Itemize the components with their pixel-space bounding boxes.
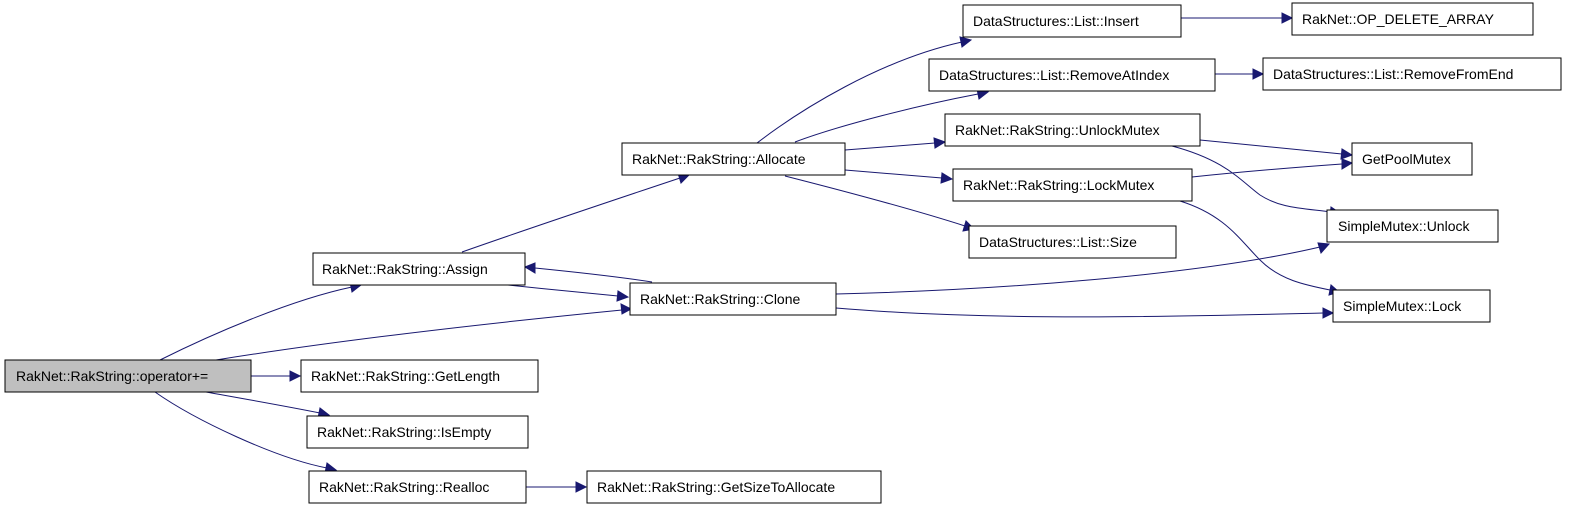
node-label: RakNet::RakString::Clone: [640, 291, 801, 307]
node-realloc[interactable]: RakNet::RakString::Realloc: [308, 470, 527, 504]
node-label: SimpleMutex::Unlock: [1338, 218, 1470, 234]
node-label: SimpleMutex::Lock: [1343, 298, 1462, 314]
arrowhead-icon: [289, 370, 302, 382]
node-simple-mutex-lock[interactable]: SimpleMutex::Lock: [1332, 289, 1491, 323]
edge-clone-to-lock: [835, 307, 1324, 318]
call-graph-nodes: RakNet::RakString::operator+= RakNet::Ra…: [4, 2, 1562, 504]
node-unlock-mutex[interactable]: RakNet::RakString::UnlockMutex: [944, 113, 1201, 147]
node-label: RakNet::OP_DELETE_ARRAY: [1302, 11, 1495, 27]
node-list-remove-from-end[interactable]: DataStructures::List::RemoveFromEnd: [1262, 57, 1562, 91]
edge-assign-to-clone: [507, 284, 619, 297]
arrowhead-icon: [940, 172, 954, 184]
node-label: DataStructures::List::RemoveAtIndex: [939, 67, 1169, 83]
node-label: RakNet::RakString::UnlockMutex: [955, 122, 1160, 138]
node-simple-mutex-unlock[interactable]: SimpleMutex::Unlock: [1326, 209, 1499, 243]
node-label: DataStructures::List::Insert: [973, 13, 1139, 29]
arrowhead-icon: [1317, 242, 1331, 255]
edge-allocate-to-unlockmutex: [844, 142, 936, 151]
edge-operator-to-assign: [159, 286, 353, 361]
edge-allocate-to-size: [784, 175, 966, 227]
arrowhead-icon: [1340, 148, 1354, 160]
edge-allocate-to-lockmutex: [844, 169, 943, 179]
node-label: RakNet::RakString::GetSizeToAllocate: [597, 479, 835, 495]
node-list-insert[interactable]: DataStructures::List::Insert: [962, 4, 1182, 38]
arrowhead-icon: [959, 36, 973, 48]
edge-lockmutex-to-getpoolmutex: [1191, 163, 1343, 178]
node-label: RakNet::RakString::Allocate: [632, 151, 806, 167]
arrowhead-icon: [1322, 307, 1335, 319]
node-label: RakNet::RakString::Realloc: [319, 479, 489, 495]
node-operator-plus-eq[interactable]: RakNet::RakString::operator+=: [4, 359, 252, 393]
node-get-length[interactable]: RakNet::RakString::GetLength: [300, 359, 539, 393]
node-list-size[interactable]: DataStructures::List::Size: [968, 225, 1177, 259]
edge-clone-to-assign: [534, 267, 653, 283]
edge-operator-to-isempty: [205, 391, 321, 414]
node-label: RakNet::RakString::IsEmpty: [317, 424, 491, 440]
node-label: RakNet::RakString::Assign: [322, 261, 488, 277]
arrowhead-icon: [616, 290, 630, 302]
edge-operator-to-clone: [215, 309, 623, 361]
node-label: DataStructures::List::RemoveFromEnd: [1273, 66, 1513, 82]
node-assign[interactable]: RakNet::RakString::Assign: [312, 252, 526, 286]
node-lock-mutex[interactable]: RakNet::RakString::LockMutex: [952, 168, 1193, 202]
arrowhead-icon: [1252, 68, 1265, 80]
node-label: DataStructures::List::Size: [979, 234, 1137, 250]
arrowhead-icon: [523, 262, 536, 274]
node-is-empty[interactable]: RakNet::RakString::IsEmpty: [306, 415, 529, 449]
edge-clone-to-unlock: [835, 246, 1321, 295]
node-get-size-to-allocate[interactable]: RakNet::RakString::GetSizeToAllocate: [586, 470, 882, 504]
node-label: GetPoolMutex: [1362, 151, 1451, 167]
edge-allocate-to-removeatindex: [794, 93, 979, 143]
edge-lockmutex-to-lock: [1179, 200, 1331, 291]
node-get-pool-mutex[interactable]: GetPoolMutex: [1351, 142, 1473, 176]
edge-allocate-to-insert: [756, 41, 963, 144]
arrowhead-icon: [1281, 12, 1294, 24]
edge-unlockmutex-to-unlock: [1171, 145, 1332, 213]
edge-operator-to-realloc: [154, 391, 328, 469]
arrowhead-icon: [933, 137, 947, 149]
arrowhead-icon: [1341, 158, 1354, 170]
node-label: RakNet::RakString::LockMutex: [963, 177, 1154, 193]
arrowhead-icon: [620, 303, 633, 315]
edge-assign-to-allocate: [461, 177, 681, 253]
node-clone[interactable]: RakNet::RakString::Clone: [629, 282, 837, 316]
node-label: RakNet::RakString::GetLength: [311, 368, 500, 384]
node-op-delete-array[interactable]: RakNet::OP_DELETE_ARRAY: [1291, 2, 1534, 36]
node-list-remove-at-index[interactable]: DataStructures::List::RemoveAtIndex: [928, 58, 1216, 92]
node-label: RakNet::RakString::operator+=: [16, 368, 208, 384]
node-allocate[interactable]: RakNet::RakString::Allocate: [621, 142, 846, 176]
edge-unlockmutex-to-getpoolmutex: [1199, 139, 1343, 155]
arrowhead-icon: [575, 481, 588, 493]
